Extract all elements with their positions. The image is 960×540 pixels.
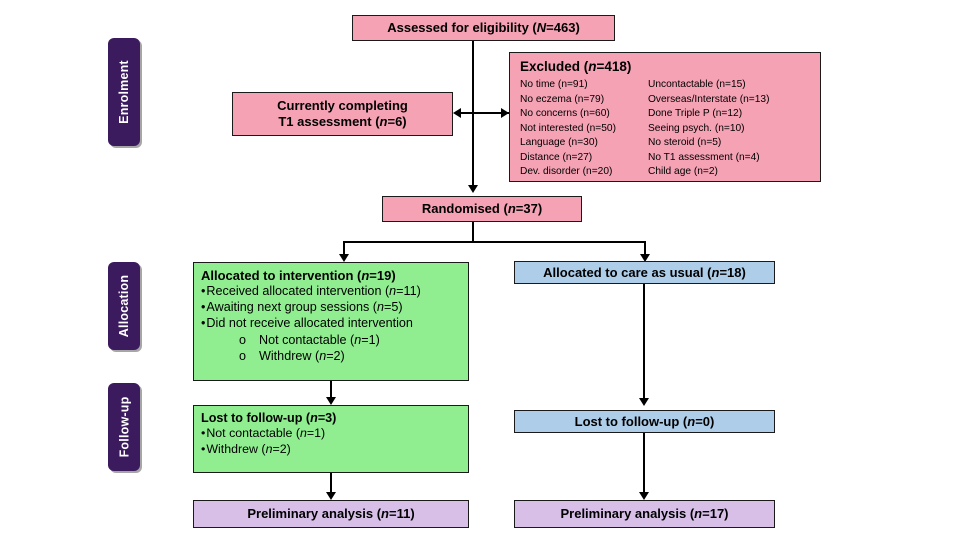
excluded-heading: Excluded (n=418) [520,59,632,74]
arrowhead-to-lost-intervention [326,397,336,405]
list-item: No eczema (n=79) [520,93,605,105]
list-item: No concerns (n=60) [520,108,610,120]
list-item: Uncontactable (n=15) [648,79,746,91]
excluded-reasons-column-left: No time (n=91) No eczema (n=79) No conce… [520,78,648,179]
stage-label-enrolment: Enrolment [108,38,140,146]
arrowhead-to-t1 [453,108,461,118]
list-item: •Not contactable (n=1) [201,426,326,441]
list-item: Language (n=30) [520,137,598,149]
list-item: Child age (n=2) [648,166,718,178]
arrowhead-to-allocated-intervention [339,254,349,262]
list-item: Seeing psych. (n=10) [648,122,745,134]
arrowhead-to-lost-cau [639,398,649,406]
t1-line-1: Currently completing [277,98,408,114]
allocated-intervention-bullets: •Received allocated intervention (n=11) … [201,284,462,332]
arrowhead-to-prelim-intervention [326,492,336,500]
connector-randomised-split [344,241,646,243]
list-item: No T1 assessment (n=4) [648,151,760,163]
list-item: •Withdrew (n=2) [201,442,291,457]
list-item: Dev. disorder (n=20) [520,166,613,178]
box-preliminary-analysis-care-as-usual: Preliminary analysis (n=17) [514,500,775,528]
allocated-cau-text: Allocated to care as usual (n=18) [543,264,746,280]
stage-label-allocation: Allocation [108,262,140,350]
box-assessed-for-eligibility: Assessed for eligibility (N=463) [352,15,615,41]
stage-label-followup-text: Follow-up [117,396,131,458]
t1-line-2: T1 assessment (n=6) [278,114,407,129]
box-preliminary-analysis-intervention: Preliminary analysis (n=11) [193,500,469,528]
assessed-text: Assessed for eligibility (N=463) [387,20,580,36]
stage-label-allocation-text: Allocation [117,274,132,338]
connector-split-right [644,241,646,256]
arrowhead-to-prelim-cau [639,492,649,500]
connector-lost-to-prelim-intervention [330,473,332,495]
list-item: Done Triple P (n=12) [648,108,743,120]
list-item: Distance (n=27) [520,151,593,163]
stage-label-enrolment-text: Enrolment [117,60,131,124]
arrowhead-to-allocated-care-as-usual [640,254,650,262]
excluded-reasons-column-right: Uncontactable (n=15) Overseas/Interstate… [648,78,808,179]
list-item: •Awaiting next group sessions (n=5) [201,299,403,314]
list-item: Not interested (n=50) [520,122,616,134]
list-item: •Did not receive allocated intervention [201,315,413,330]
box-lost-to-followup-care-as-usual: Lost to follow-up (n=0) [514,410,775,433]
connector-randomised-down [472,222,474,242]
box-allocated-to-care-as-usual: Allocated to care as usual (n=18) [514,261,775,284]
excluded-reasons: No time (n=91) No eczema (n=79) No conce… [520,78,812,179]
lost-followup-cau-text: Lost to follow-up (n=0) [574,413,715,429]
box-lost-to-followup-intervention: Lost to follow-up (n=3) •Not contactable… [193,405,469,473]
stage-label-followup: Follow-up [108,383,140,471]
lost-followup-intervention-bullets: •Not contactable (n=1) •Withdrew (n=2) [201,426,462,458]
box-excluded: Excluded (n=418) No time (n=91) No eczem… [509,52,821,182]
arrowhead-to-excluded [501,108,509,118]
list-item: Overseas/Interstate (n=13) [648,93,770,105]
preliminary-analysis-cau-text: Preliminary analysis (n=17) [560,506,729,522]
t1-text: Currently completing T1 assessment (n=6) [277,98,408,130]
connector-assessed-to-randomised [472,40,474,190]
list-item: No steroid (n=5) [648,137,722,149]
randomised-text: Randomised (n=37) [421,201,543,217]
box-randomised: Randomised (n=37) [382,196,582,222]
box-allocated-to-intervention: Allocated to intervention (n=19) •Receiv… [193,262,469,381]
list-item: •Received allocated intervention (n=11) [201,283,421,298]
list-item: No time (n=91) [520,79,588,91]
connector-alloc-to-lost-cau [643,284,645,402]
preliminary-analysis-intervention-text: Preliminary analysis (n=11) [247,506,415,522]
arrowhead-to-randomised [468,185,478,193]
connector-alloc-to-lost-intervention [330,381,332,401]
box-currently-completing-t1: Currently completing T1 assessment (n=6) [232,92,453,136]
allocated-intervention-heading: Allocated to intervention (n=19) [201,268,396,283]
connector-split-left [343,241,345,256]
connector-t1-excluded [461,112,509,114]
lost-followup-intervention-heading: Lost to follow-up (n=3) [201,411,337,425]
connector-lost-to-prelim-cau [643,432,645,495]
